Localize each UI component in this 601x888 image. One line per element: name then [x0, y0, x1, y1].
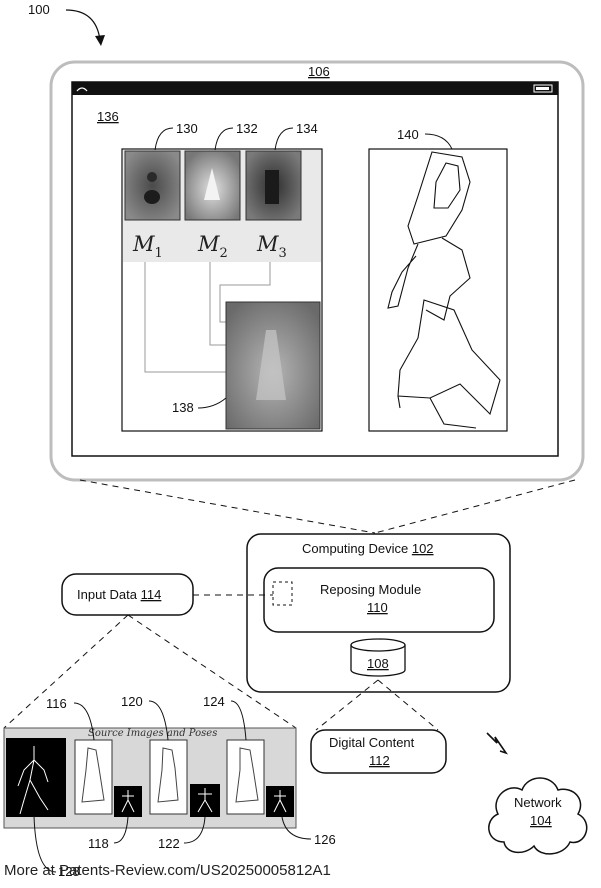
mask-label-m2: M2 [197, 232, 228, 261]
source-image-3 [226, 739, 265, 815]
ref-118: 118 [88, 836, 109, 851]
zoom-line-right [374, 479, 576, 534]
wifi-icon [76, 87, 88, 92]
module-placeholder-icon [272, 581, 293, 606]
connector-m3 [219, 262, 271, 323]
source-image-2 [149, 739, 188, 815]
reposing-module-box [263, 567, 495, 633]
mask-ref-134: 134 [296, 121, 318, 136]
mask-label-m3: M3 [256, 232, 287, 261]
zoom-line-left [79, 479, 376, 534]
network-cloud [488, 777, 588, 855]
ref-124: 124 [203, 694, 225, 709]
mask-image-m2 [184, 150, 241, 221]
tablet-ref: 106 [308, 64, 330, 79]
status-bar [72, 82, 558, 95]
reposing-module-ref: 110 [367, 600, 388, 615]
figure-ref-leader [65, 9, 101, 41]
combined-ref: 138 [172, 400, 194, 415]
figure-ref-arrowhead [95, 35, 105, 46]
input-data-label: Input Data 114 [77, 587, 161, 602]
output-panel [368, 148, 508, 432]
storage-cylinder-icon [350, 638, 406, 677]
mask-image-m1 [124, 150, 181, 221]
network-ref: 104 [530, 813, 552, 828]
digital-content-label: Digital Content [329, 735, 415, 750]
connector-m2 [209, 262, 226, 346]
network-label: Network [514, 795, 562, 810]
wireless-bolt-icon [486, 732, 509, 755]
digital-content-box [310, 729, 447, 774]
storage-ref: 108 [367, 656, 389, 671]
ref-126: 126 [314, 832, 336, 847]
reposing-module-label: Reposing Module [320, 582, 421, 597]
source-strip-caption: Source Images and Poses [88, 728, 217, 739]
source-image-1 [74, 739, 113, 815]
pose-skeleton-left [6, 738, 66, 817]
mask-ref-130: 130 [176, 121, 198, 136]
digital-content-ref: 112 [369, 753, 390, 768]
battery-icon [533, 84, 553, 93]
output-ref: 140 [397, 127, 419, 142]
computing-device-label: Computing Device 102 [302, 541, 434, 556]
ref-120: 120 [121, 694, 143, 709]
mask-ref-132: 132 [236, 121, 258, 136]
reposed-figure-drawing [387, 151, 501, 429]
panel-ref: 136 [97, 109, 119, 124]
figure-ref: 100 [28, 2, 50, 17]
connector-m1 [144, 262, 226, 373]
mask-label-m1: M1 [132, 232, 163, 261]
ref-116: 116 [46, 696, 67, 711]
footer-source: More at Patents-Review.com/US20250005812… [4, 862, 331, 879]
ref-122: 122 [158, 836, 180, 851]
ref-128: 128 [58, 864, 80, 879]
